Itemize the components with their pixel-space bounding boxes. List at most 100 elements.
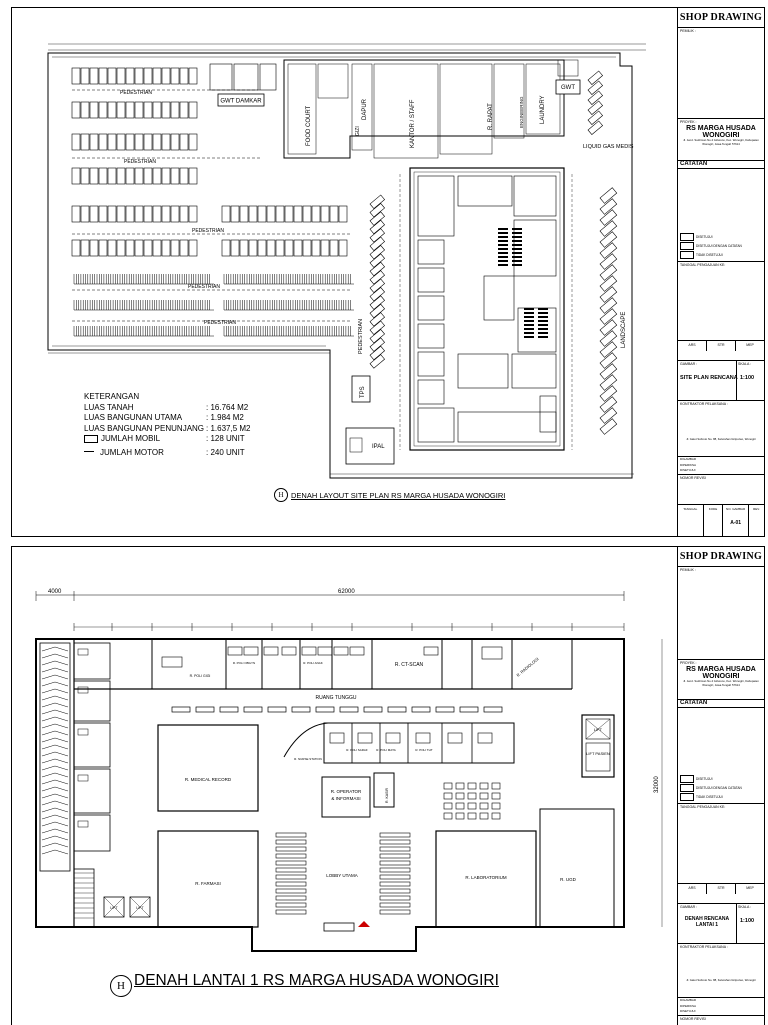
diagonal-stall <box>587 110 604 126</box>
building-room <box>457 411 557 443</box>
sign-columns: ARS STR MEP <box>678 340 764 351</box>
check-label: DISETUJUI <box>696 777 713 781</box>
room-furniture <box>281 646 297 656</box>
car-stall <box>116 167 126 185</box>
car-stall <box>302 205 312 223</box>
seat-bench <box>524 312 534 314</box>
bench <box>339 706 359 713</box>
car-stall <box>71 167 81 185</box>
car-stall <box>275 205 285 223</box>
pedestrian-label-2: PEDESTRIAN <box>124 159 156 165</box>
checkbox[interactable] <box>680 784 694 792</box>
diagonal-stall <box>369 354 386 369</box>
car-stall <box>320 205 330 223</box>
seat-bench <box>512 252 522 254</box>
role-diperiksa: DIPERIKSA <box>680 1003 697 1008</box>
keterangan-row: JUMLAH MOBIL: 128 UNIT <box>84 434 250 445</box>
diagonal-stall <box>599 231 618 248</box>
seat-bench <box>498 264 508 266</box>
check-disetujui-catatan[interactable]: DISETUJUI DENGAN CATATAN <box>680 242 742 250</box>
car-stall <box>161 67 171 85</box>
car-stall <box>125 133 135 151</box>
diagonal-stall <box>369 303 386 319</box>
car-stall <box>188 205 198 223</box>
diagonal-stall <box>599 396 618 413</box>
checkbox[interactable] <box>680 775 694 783</box>
waiting-seats <box>498 228 548 338</box>
check-disetujui-catatan[interactable]: DISETUJUI DENGAN CATATAN <box>680 784 742 792</box>
ramp-chevron <box>41 702 69 708</box>
seat-bench <box>512 248 522 250</box>
check-tidak-disetujui[interactable]: TIDAK DISETUJUI <box>680 793 723 801</box>
waiting-seat <box>491 802 501 810</box>
car-stall <box>107 67 117 85</box>
car-stall <box>221 239 231 257</box>
keterangan-value: : 1.637,5 M2 <box>206 423 251 433</box>
car-stall <box>152 133 162 151</box>
waiting-seat <box>443 812 453 820</box>
check-disetujui[interactable]: DISETUJUI <box>680 775 712 783</box>
building-room <box>417 267 445 293</box>
lobby-seat-row <box>379 832 411 838</box>
checkbox[interactable] <box>680 242 694 250</box>
bench <box>315 706 335 713</box>
sign-columns: ARS STR MEP <box>678 883 764 894</box>
diagonal-stall <box>587 70 604 86</box>
service-fixture <box>77 728 89 736</box>
diagonal-stall <box>599 209 618 226</box>
check-label: DISETUJUI DENGAN CATATAN <box>696 244 742 248</box>
project-info: PROYEK : RS MARGA HUSADA WONOGIRI Jl. Je… <box>678 659 764 702</box>
ipal-label: IPAL <box>372 444 385 450</box>
car-stall <box>143 239 153 257</box>
center-waiting-seats <box>443 782 501 820</box>
car-stall <box>98 101 108 119</box>
drawing-scale: 1:100 <box>740 918 755 924</box>
waiting-seat <box>467 792 477 800</box>
check-tidak-disetujui[interactable]: TIDAK DISETUJUI <box>680 251 723 259</box>
liquid-gas-label: LIQUID GAS MEDIS <box>583 144 634 150</box>
checkbox[interactable] <box>680 793 694 801</box>
check-disetujui[interactable]: DISETUJUI <box>680 233 712 241</box>
room-medical-record: R. MEDICAL RECORD <box>185 777 232 782</box>
ramp-chevron <box>41 842 69 848</box>
dim-62000: 62000 <box>338 589 355 595</box>
building-room <box>417 295 445 321</box>
sign-col-str: STR <box>707 884 736 894</box>
gambar-row: GAMBAR : SKALA : DENAH RENCANA LANTAI 1 … <box>678 903 764 944</box>
lobby-seat-row <box>379 888 411 894</box>
lift-label-1: LIFT <box>594 727 603 732</box>
car-stall <box>143 167 153 185</box>
car-stall <box>98 239 108 257</box>
room-furniture <box>333 646 349 656</box>
diagonal-stall <box>369 337 386 352</box>
floor-plan-drawing: 4000 62000 32000 R. POLI GIGI R. POLI OB… <box>35 589 663 952</box>
car-stall <box>143 133 153 151</box>
diagonal-stall <box>587 100 604 116</box>
waiting-seat <box>467 782 477 790</box>
tps-label: TPS <box>360 386 366 398</box>
diagonal-stall <box>599 253 618 270</box>
ramp-chevron <box>41 821 69 827</box>
motor-icon <box>84 450 94 454</box>
diagonal-stall <box>369 270 386 285</box>
waiting-seat <box>443 792 453 800</box>
keterangan-key-text: JUMLAH MOTOR <box>100 447 164 457</box>
checkbox[interactable] <box>680 233 694 241</box>
car-stall <box>80 205 90 223</box>
car-stall <box>107 205 117 223</box>
checkbox[interactable] <box>680 251 694 259</box>
car-stall <box>152 67 162 85</box>
poli-desk <box>357 732 373 744</box>
poli-room-cluster <box>329 723 493 763</box>
seat-bench <box>498 248 508 250</box>
bench <box>387 706 407 713</box>
waiting-seat <box>491 782 501 790</box>
gwt-damkar-label: GWT DAMKAR <box>220 99 262 105</box>
car-stall <box>302 239 312 257</box>
project-name-line1: RS MARGA HUSADA <box>686 666 756 673</box>
car-stall <box>80 167 90 185</box>
car-stall <box>125 167 135 185</box>
ramp-stair <box>39 642 71 872</box>
seat-bench <box>512 240 522 242</box>
ramp-chevron <box>41 807 69 813</box>
